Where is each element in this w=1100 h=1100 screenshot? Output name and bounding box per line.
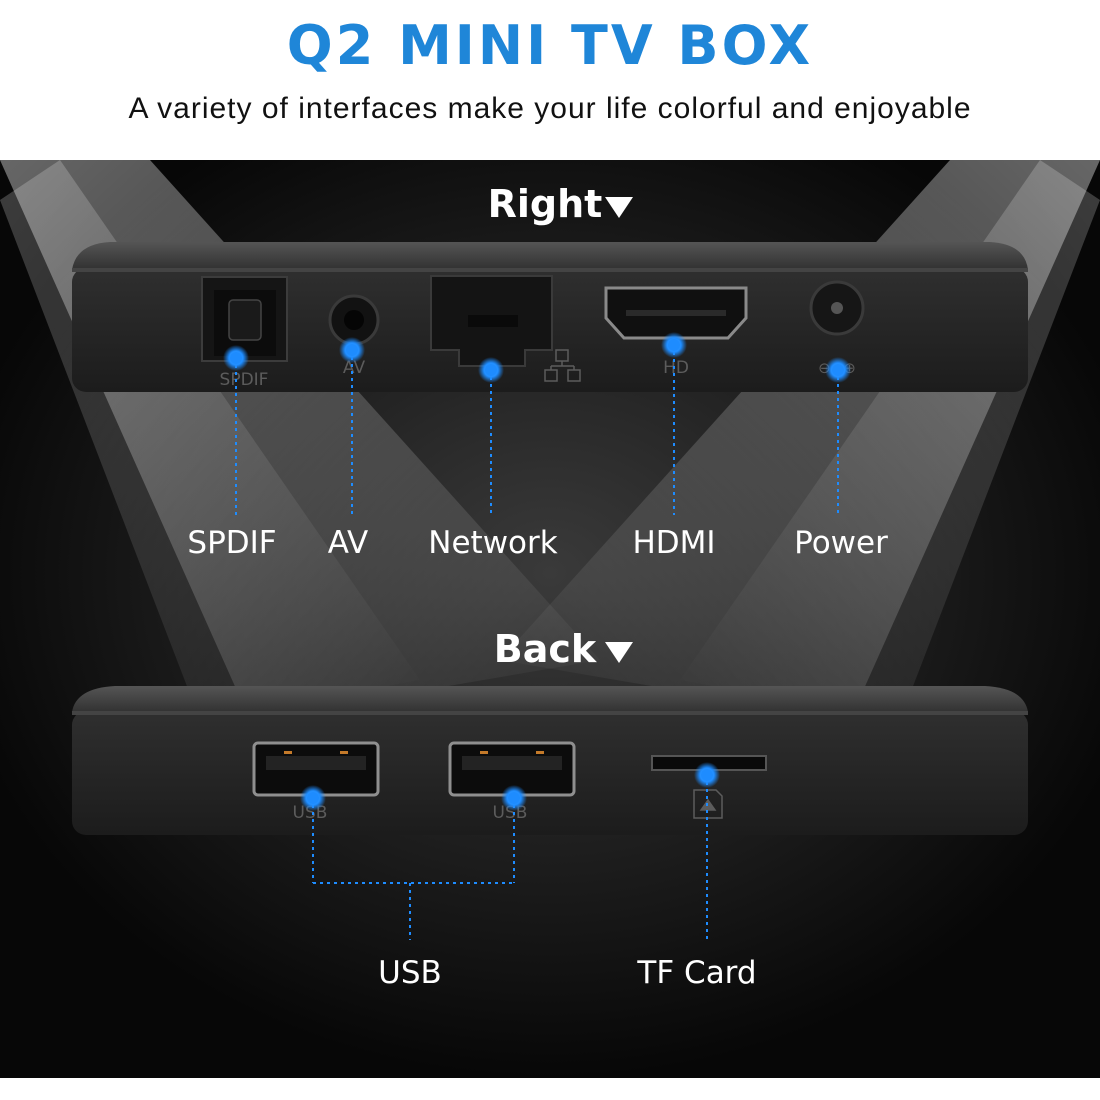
label-tf-card: TF Card [636, 955, 756, 991]
product-diagram: Right SPDIF AV [0, 160, 1100, 1078]
product-stage: Right SPDIF AV [0, 160, 1100, 1078]
label-spdif: SPDIF [187, 525, 276, 561]
callout-dots-back [300, 762, 720, 811]
label-usb: USB [378, 955, 442, 991]
label-power: Power [794, 525, 888, 561]
page-title: Q2 MINI TV BOX [286, 14, 814, 77]
right-heading: Right [488, 182, 603, 226]
hdmi-port: HD [604, 286, 748, 378]
page-subtitle: A variety of interfaces make your life c… [128, 92, 972, 125]
port-labels-right: SPDIF AV Network HDMI Power [187, 525, 888, 561]
bottom-band [0, 1078, 1100, 1100]
hdmi-marking: HD [663, 358, 689, 378]
label-hdmi: HDMI [632, 525, 715, 561]
label-av: AV [328, 525, 368, 561]
usb-port-1: USB [252, 741, 380, 823]
callout-dots-right [223, 332, 851, 383]
spdif-marking: SPDIF [220, 370, 269, 390]
network-icon [544, 349, 581, 382]
header: Q2 MINI TV BOX A variety of interfaces m… [0, 0, 1100, 160]
label-network: Network [428, 525, 557, 561]
spdif-port: SPDIF [201, 276, 288, 390]
network-port [430, 275, 581, 382]
chevron-down-icon [605, 642, 633, 663]
back-heading: Back [494, 627, 597, 671]
chevron-down-icon [605, 197, 633, 218]
callout-lines-right [235, 345, 839, 515]
port-labels-back: USB TF Card [378, 955, 756, 991]
callout-lines-back [312, 775, 708, 940]
av-port: AV [328, 294, 380, 378]
av-marking: AV [343, 358, 366, 378]
